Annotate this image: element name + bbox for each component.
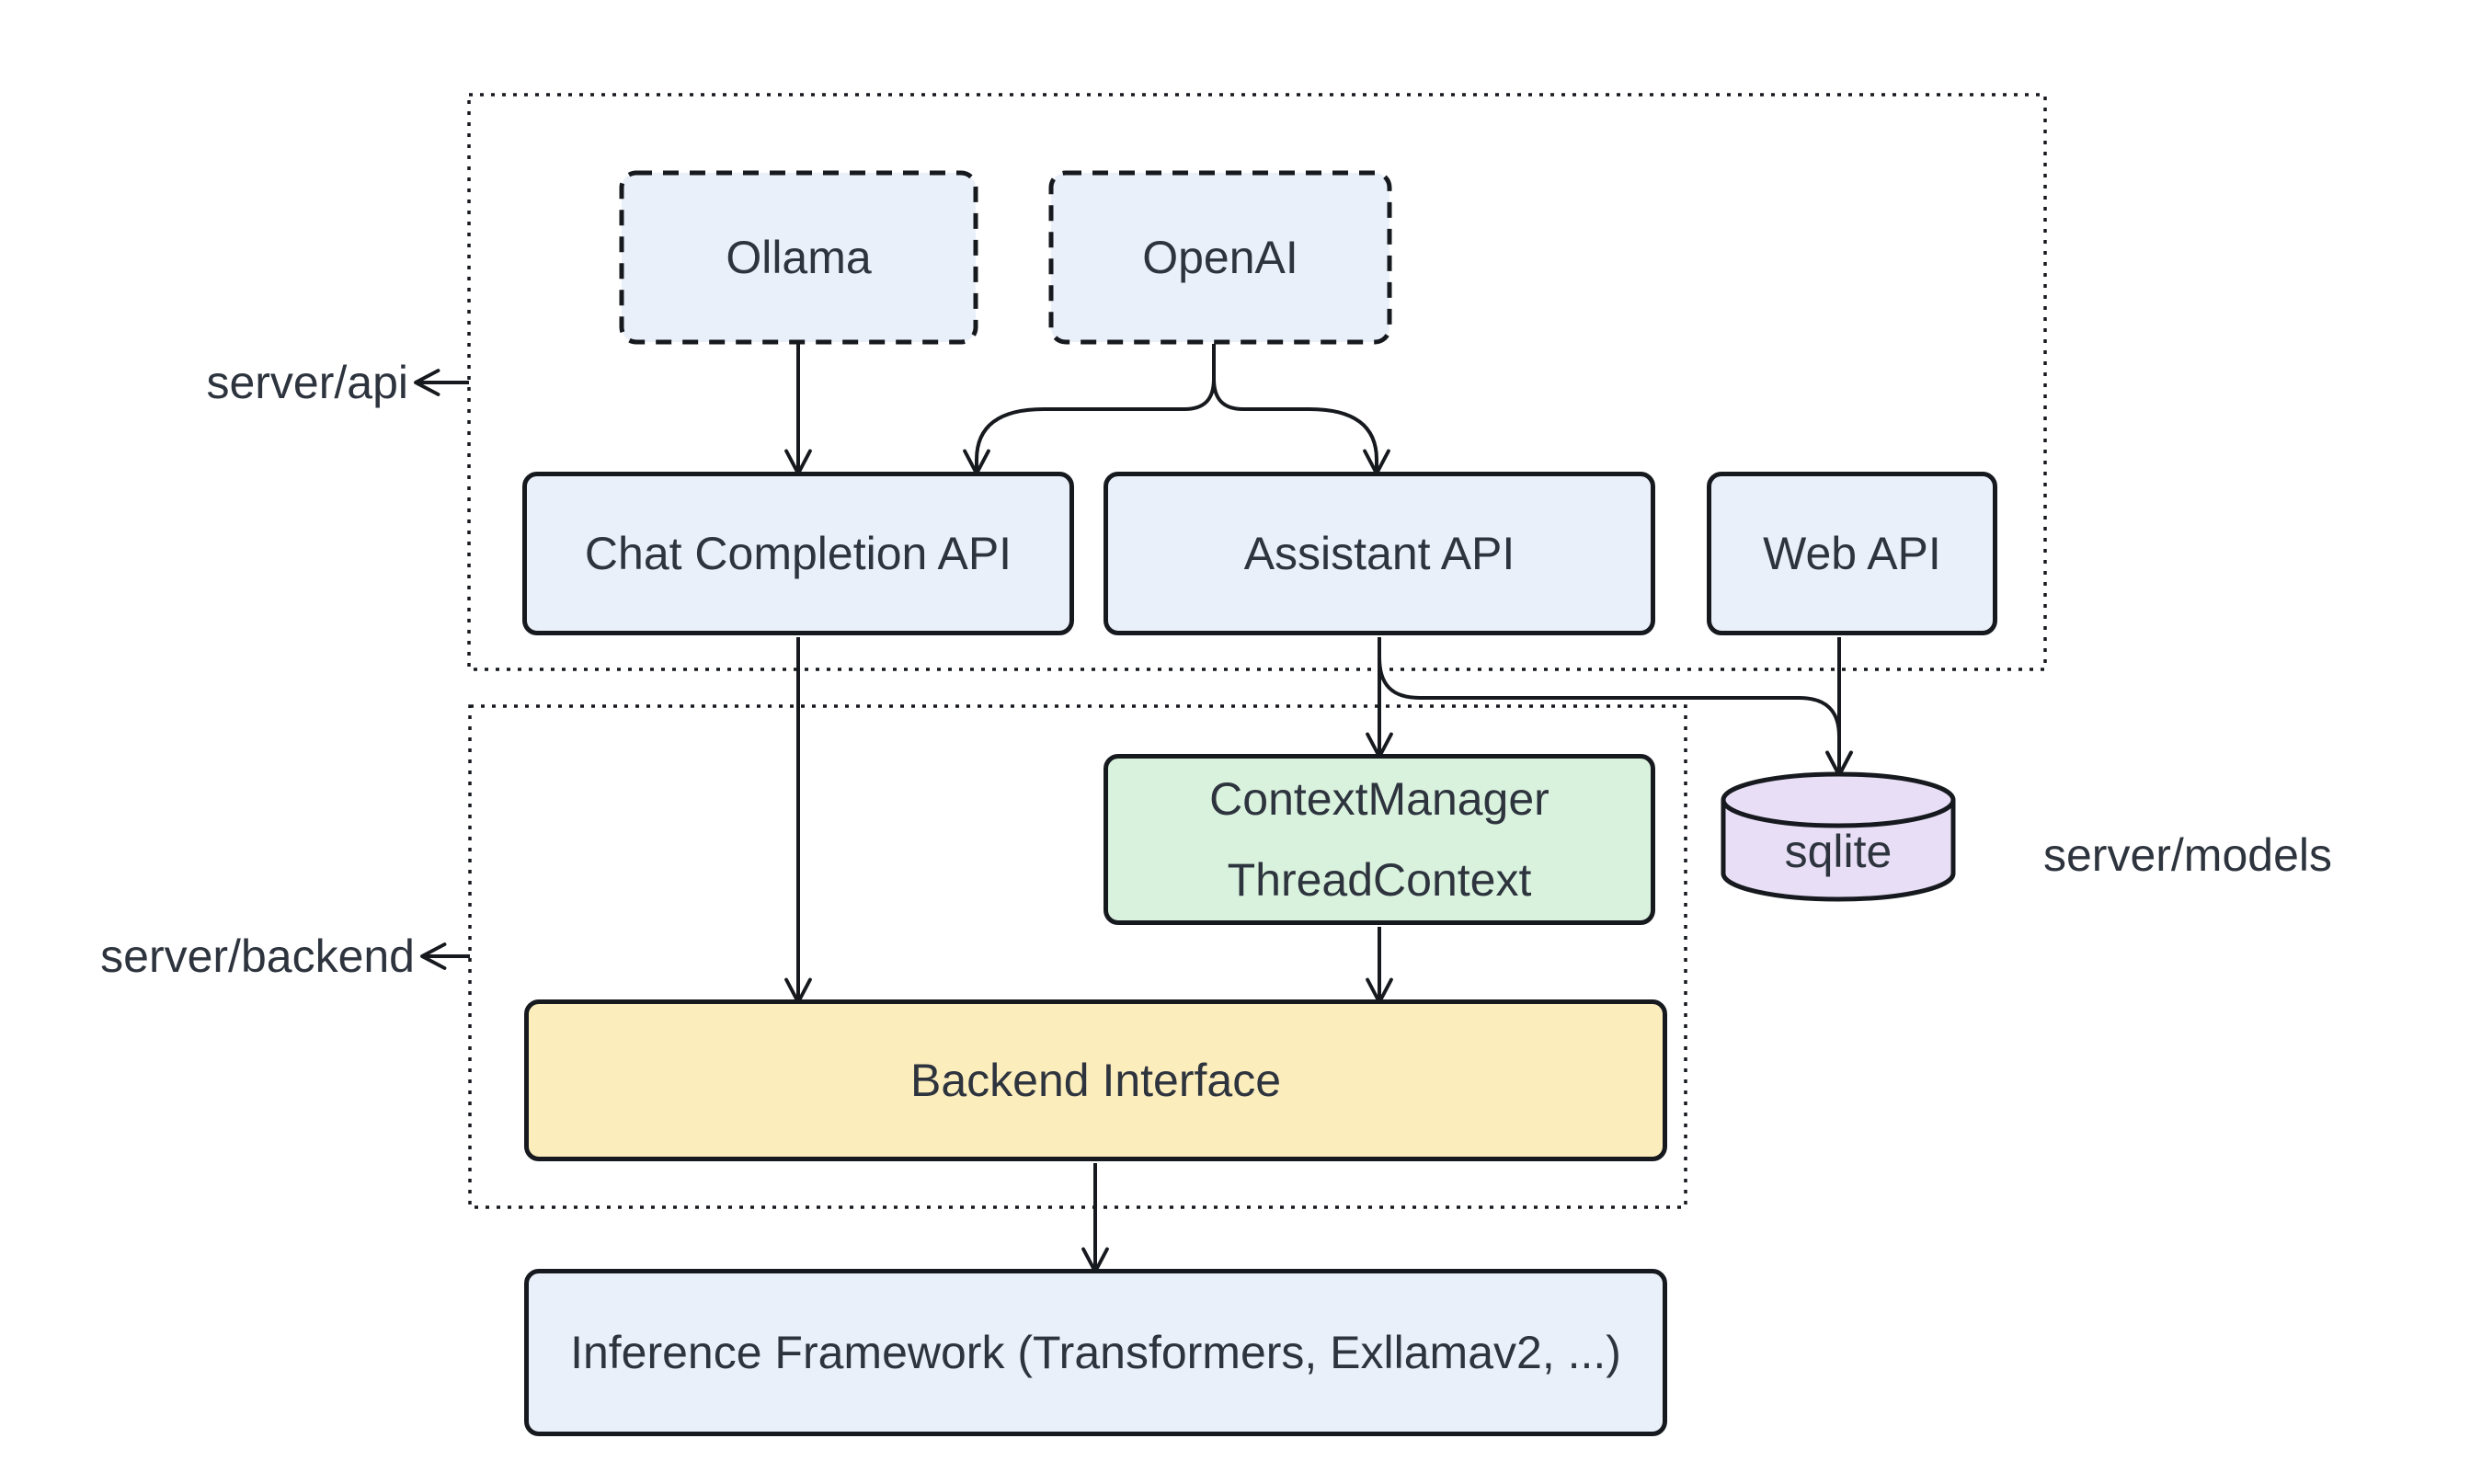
server-models-label-text: server/models [2043,829,2332,881]
node-ollama-label: Ollama [622,173,976,342]
node-assistant-api: Assistant API [1103,472,1655,635]
cylinder-top-ellipse [1721,771,1956,828]
node-inference-framework: Inference Framework (Transformers, Exlla… [524,1269,1667,1436]
arrow-openai-to-assistant [1212,378,1390,475]
node-assistant-api-label: Assistant API [1243,527,1515,579]
openai-label-text: OpenAI [1142,232,1298,283]
node-backend-interface: Backend Interface [524,999,1667,1161]
sqlite-label-text: sqlite [1784,826,1893,877]
node-web-api-label: Web API [1763,527,1941,579]
node-openai-label: OpenAI [1051,173,1389,342]
node-backend-interface-label: Backend Interface [909,1054,1282,1106]
arrow-openai-to-chat [963,378,1216,475]
node-sqlite-shape [1721,771,1956,902]
node-chat-completion-api-label: Chat Completion API [584,527,1012,579]
server-backend-group-label: server/backend [64,927,415,986]
node-ollama-box [619,170,978,345]
node-context-manager-label-line1: ContextManager [1209,773,1549,825]
server-api-group-border [467,93,2047,671]
node-openai-box [1048,170,1392,345]
server-models-group-label: server/models [2043,826,2439,885]
node-chat-completion-api: Chat Completion API [522,472,1074,635]
node-web-api: Web API [1707,472,1997,635]
node-context-manager-label-line2: ThreadContext [1227,854,1532,906]
node-context-manager: ContextManager ThreadContext [1103,754,1655,925]
server-api-label-text: server/api [206,357,408,408]
ollama-label-text: Ollama [726,232,872,283]
node-inference-framework-label: Inference Framework (Transformers, Exlla… [570,1326,1621,1378]
server-backend-group-border [468,704,1687,1209]
server-api-group-label: server/api [138,353,408,412]
server-backend-label-text: server/backend [100,930,415,982]
node-sqlite-label: sqlite [1721,798,1956,905]
arrow-assistant-to-sqlite [1378,656,1853,777]
